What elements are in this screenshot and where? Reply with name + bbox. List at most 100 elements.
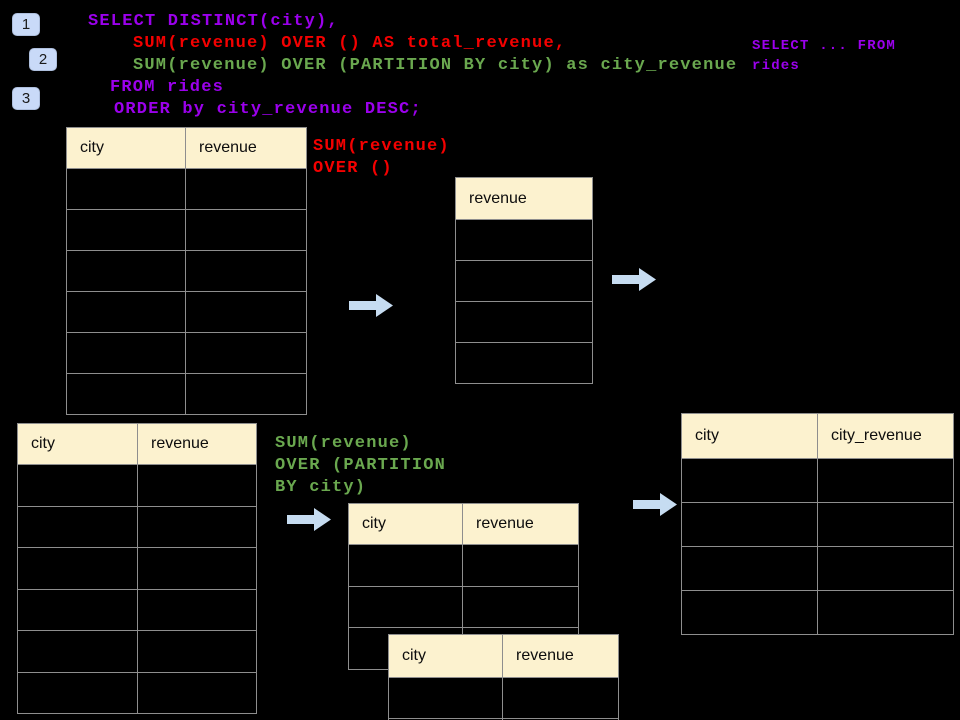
table-cell [67,374,186,414]
column-header: revenue [469,189,527,207]
sql-line-sum-partition: SUM(revenue) OVER (PARTITION BY city) as… [133,56,738,75]
table-row [682,458,953,502]
table-cell [818,503,953,546]
sql-line-from: FROM rides [110,78,225,97]
table-cell [818,547,953,590]
column-header: city [389,635,503,677]
source-table-top: city revenue [66,127,307,415]
table-row [18,630,256,672]
table-cell [682,459,818,502]
table-cell [503,678,618,718]
table-cell [67,333,186,373]
table-row [67,332,306,373]
table-row [18,505,256,548]
table-row [18,464,256,506]
table-row [349,544,578,586]
table-cell [349,545,463,586]
column-header: city [18,424,138,464]
step-badge-1: 1 [12,13,40,36]
total-annotation-line-1: SUM(revenue) [313,137,450,156]
table-row [18,588,256,631]
table-cell [186,251,306,291]
partition-table-front: city revenue [388,634,619,720]
table-cell [349,586,463,627]
column-header: revenue [199,139,257,156]
table-cell [138,548,256,589]
table-cell [138,631,256,672]
table-row [67,291,306,332]
table-header-row: revenue [456,178,592,219]
table-cell [186,169,306,209]
table-cell [186,374,306,414]
table-cell [682,591,818,634]
source-table-bottom: city revenue [17,423,257,714]
column-header: revenue [151,435,209,452]
table-row [682,502,953,546]
table-cell [682,547,818,590]
table-row [456,219,592,260]
table-cell [138,465,256,506]
table-cell [456,220,592,260]
step-badge-3: 3 [12,87,40,110]
table-cell [18,672,138,713]
table-row [682,590,953,634]
column-header: revenue [516,647,574,664]
sql-line-select: SELECT DISTINCT(city), [88,12,339,31]
table-cell [456,261,592,301]
step-badge-2: 2 [29,48,57,71]
table-cell [186,333,306,373]
table-cell [138,673,256,714]
partition-annotation-line-2: OVER (PARTITION [275,456,447,475]
table-cell [818,459,953,502]
sql-line-sum-over: SUM(revenue) OVER () AS total_revenue, [133,34,567,53]
table-cell [456,302,592,342]
table-cell [456,343,592,383]
table-cell [186,210,306,250]
table-cell [463,587,578,628]
table-header-row: city revenue [389,635,618,677]
table-cell [138,590,256,631]
table-cell [67,169,186,209]
table-cell [138,507,256,548]
table-header-row: city revenue [18,424,256,464]
table-row [67,250,306,291]
table-cell [18,631,138,672]
flow-arrow-icon [349,294,393,317]
table-row [18,671,256,714]
table-row [67,373,306,414]
table-row [349,585,578,628]
table-cell [67,292,186,332]
table-cell [18,506,138,547]
sql-line-order-by: ORDER by city_revenue DESC; [114,100,422,119]
side-note-line-2: rides [752,58,801,74]
table-cell [67,251,186,291]
flow-arrow-icon [612,268,656,291]
table-cell [18,548,138,589]
table-row [389,677,618,718]
table-row [456,301,592,342]
table-row [18,547,256,589]
column-header: city [349,504,463,544]
table-row [67,168,306,209]
side-note-line-1: SELECT ... FROM [752,38,897,54]
table-cell [389,678,503,718]
column-header: revenue [476,515,534,532]
total-revenue-table: revenue [455,177,593,384]
column-header: city_revenue [831,427,922,444]
table-row [682,546,953,590]
table-cell [67,210,186,250]
table-cell [818,591,953,634]
column-header: city [67,128,186,168]
flow-arrow-icon [287,508,331,531]
table-row [67,209,306,250]
table-row [456,260,592,301]
table-cell [18,465,138,506]
table-row [456,342,592,383]
flow-arrow-icon [633,493,677,516]
total-annotation-line-2: OVER () [313,159,393,178]
table-cell [682,503,818,546]
partition-annotation-line-1: SUM(revenue) [275,434,412,453]
table-header-row: city revenue [67,128,306,168]
